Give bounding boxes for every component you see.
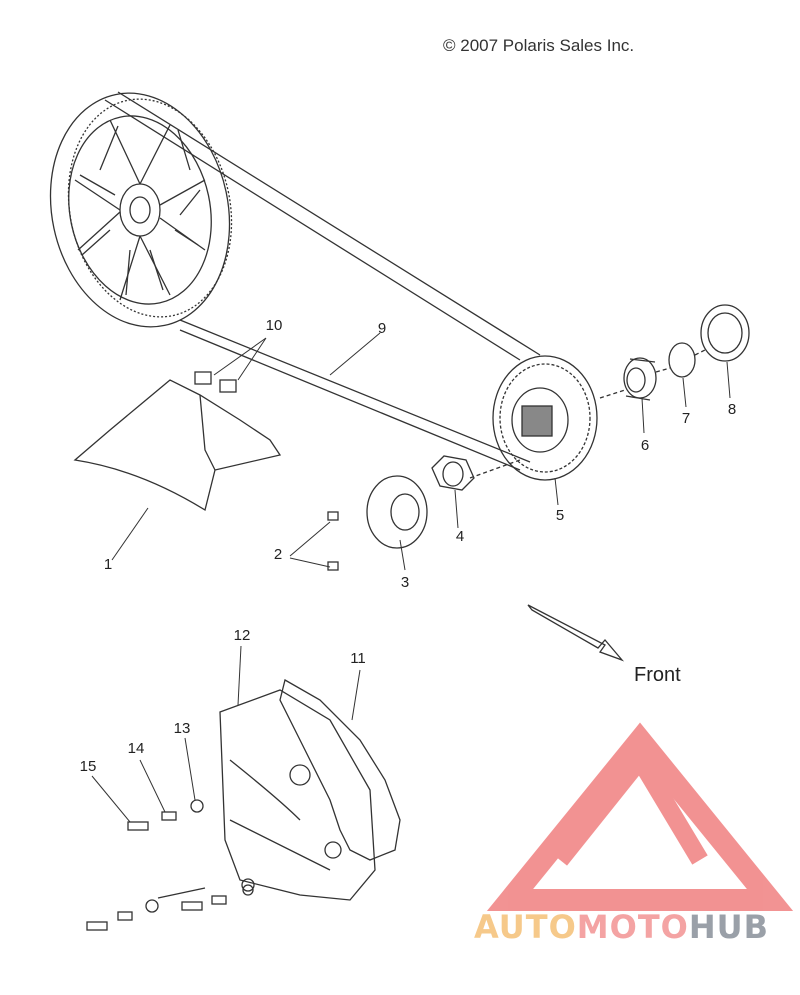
gasket [279,679,401,861]
callout-7: 7 [681,410,691,427]
front-direction-label: Front [634,664,681,686]
front-pulley [492,355,598,481]
spacer [623,357,657,401]
callout-9: 9 [377,320,387,337]
watermark-text-auto: AUTO [474,908,577,946]
callout-10: 10 [265,317,283,334]
callout-8: 8 [727,401,737,418]
belt-guard [73,371,282,512]
rear-wheel-pulley [49,92,233,328]
callout-12: 12 [233,627,251,644]
callout-15: 15 [79,758,97,775]
seal [700,304,750,362]
watermark-text-hub: HUB [688,908,770,946]
callout-13: 13 [173,720,191,737]
callout-4: 4 [455,528,465,545]
callout-2: 2 [273,546,283,563]
callout-5: 5 [555,507,565,524]
leader-lines [91,332,731,823]
callout-6: 6 [640,437,650,454]
callout-11: 11 [350,650,366,667]
cover [219,689,376,901]
watermark-logo [486,722,794,911]
callout-1: 1 [103,556,113,573]
front-arrow [527,604,625,662]
watermark-text: AUTOMOTOHUB [474,908,769,946]
callout-14: 14 [127,740,145,757]
copyright-text: © 2007 Polaris Sales Inc. [443,36,635,55]
callout-3: 3 [400,574,410,591]
screws [327,511,339,571]
snap-ring [668,342,696,378]
lock-plate [366,475,428,549]
fasteners [86,799,254,931]
drive-belt [104,91,541,471]
watermark-text-moto: MOTO [576,908,689,946]
nut [431,455,475,491]
